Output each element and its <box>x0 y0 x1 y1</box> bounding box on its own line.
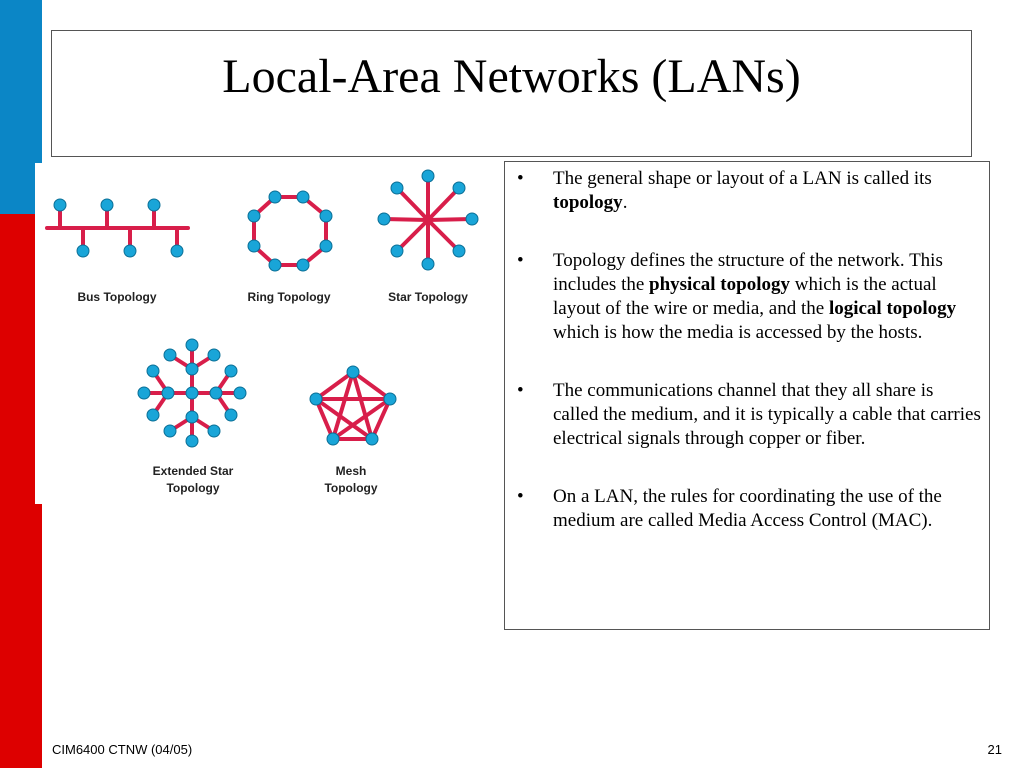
ring-node <box>319 209 333 223</box>
bullet-text-box: • The general shape or layout of a LAN is… <box>504 161 990 630</box>
extended-star-leaf-node <box>224 364 238 378</box>
mesh-link <box>331 370 355 441</box>
bus-node <box>170 244 184 258</box>
ring-node <box>247 209 261 223</box>
extended-star-leaf-node <box>233 386 247 400</box>
bold-term: physical topology <box>649 274 790 295</box>
star-topology-label: Star Topology <box>388 290 468 304</box>
slide-title: Local-Area Networks (LANs) <box>222 50 801 103</box>
bullet-text: On a LAN, the rules for coordinating the… <box>553 486 942 531</box>
bullet-text: . <box>622 192 628 213</box>
mesh-node <box>346 365 360 379</box>
bus-topology-label: Bus Topology <box>77 290 156 304</box>
bullet-text: which is how the media is accessed by th… <box>553 322 923 343</box>
extended-star-leaf-node <box>146 408 160 422</box>
star-node <box>452 181 466 195</box>
extended-star-leaf-node <box>185 338 199 352</box>
ring-node <box>247 239 261 253</box>
ring-node <box>319 239 333 253</box>
star-link <box>395 218 430 253</box>
extended-star-leaf-node <box>137 386 151 400</box>
mesh-link <box>351 370 392 401</box>
bullet-symbol: • <box>517 250 524 271</box>
mesh-link <box>314 370 355 401</box>
bullet-symbol: • <box>517 380 524 401</box>
extended-star-leaf-node <box>185 434 199 448</box>
star-link <box>395 186 430 222</box>
topology-diagram-svg: Bus Topology Ring Topology Star Topology… <box>45 169 479 495</box>
ring-node <box>268 190 282 204</box>
bold-term: logical topology <box>828 298 957 319</box>
star-node <box>377 212 391 226</box>
extended-star-hub-node <box>185 362 199 376</box>
extended-star-leaf-node <box>224 408 238 422</box>
bullet-text: Topology defines the structure of the ne… <box>553 250 943 295</box>
extended-star-leaf-node <box>146 364 160 378</box>
bold-term: topology <box>553 192 623 213</box>
mesh-node <box>326 432 340 446</box>
extended-star-hub-node <box>161 386 175 400</box>
mesh-link <box>314 397 374 441</box>
ring-node <box>296 190 310 204</box>
extended-star-label-line1: Extended Star <box>153 464 234 478</box>
star-node <box>390 181 404 195</box>
ring-node <box>268 258 282 272</box>
bullet-item: • The communications channel that they al… <box>513 379 983 451</box>
mesh-link <box>370 397 392 441</box>
mesh-link <box>331 397 392 441</box>
mesh-link <box>314 397 335 441</box>
star-node <box>452 244 466 258</box>
bus-node <box>76 244 90 258</box>
star-link <box>382 217 430 222</box>
extended-star-leaf-node <box>207 348 221 362</box>
star-node <box>421 169 435 183</box>
extended-star-leaf-node <box>163 424 177 438</box>
star-node <box>421 257 435 271</box>
mesh-label-line1: Mesh <box>336 464 367 478</box>
star-link <box>426 218 461 253</box>
bullet-text: The general shape or layout of a LAN is … <box>553 168 932 189</box>
star-link <box>426 186 461 222</box>
bullet-item: • The general shape or layout of a LAN is… <box>513 167 983 215</box>
topology-nodes <box>53 169 479 448</box>
mesh-node <box>383 392 397 406</box>
title-box: Local-Area Networks (LANs) <box>51 30 972 157</box>
ring-topology-label: Ring Topology <box>247 290 330 304</box>
bus-node <box>100 198 114 212</box>
bus-node <box>147 198 161 212</box>
bullet-list: • The general shape or layout of a LAN is… <box>513 167 983 533</box>
topology-diagram: Bus Topology Ring Topology Star Topology… <box>35 163 495 504</box>
star-node <box>390 244 404 258</box>
bullet-symbol: • <box>517 486 524 507</box>
mesh-node <box>309 392 323 406</box>
slide-number: 21 <box>987 742 1002 757</box>
star-node <box>465 212 479 226</box>
bus-node <box>123 244 137 258</box>
extended-star-center-node <box>185 386 199 400</box>
ring-node <box>296 258 310 272</box>
extended-star-leaf-node <box>207 424 221 438</box>
mesh-node <box>365 432 379 446</box>
bullet-symbol: • <box>517 168 524 189</box>
extended-star-label-line2: Topology <box>166 481 219 495</box>
bullet-text: which is the actual layout of the wire o… <box>553 274 937 319</box>
bullet-text: The communications channel that they all… <box>553 380 981 449</box>
bus-node <box>53 198 67 212</box>
mesh-link <box>351 370 374 441</box>
mesh-label-line2: Topology <box>324 481 377 495</box>
extended-star-hub-node <box>209 386 223 400</box>
extended-star-hub-node <box>185 410 199 424</box>
bullet-item: • On a LAN, the rules for coordinating th… <box>513 485 983 533</box>
extended-star-leaf-node <box>163 348 177 362</box>
footer-course-code: CIM6400 CTNW (04/05) <box>52 742 193 757</box>
star-link <box>426 217 474 222</box>
bullet-item: • Topology defines the structure of the n… <box>513 249 983 345</box>
